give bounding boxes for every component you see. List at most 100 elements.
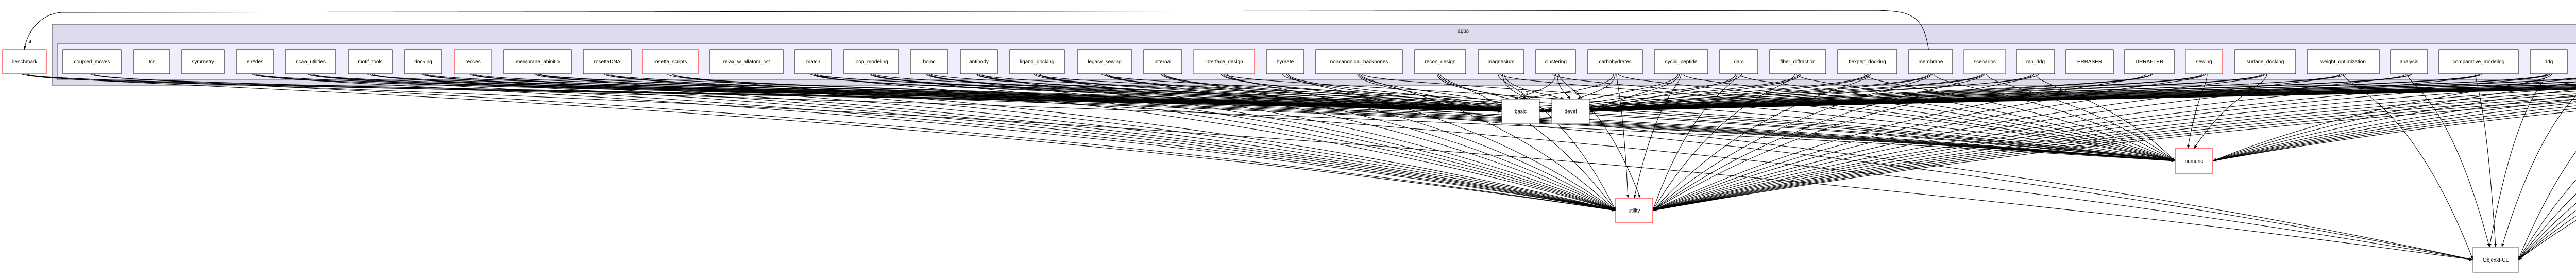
node-box[interactable] bbox=[503, 49, 572, 74]
edge-rosetta_scripts-to-utility[interactable] bbox=[667, 73, 1616, 212]
node-label[interactable]: clustering bbox=[1545, 59, 1567, 65]
node-box[interactable] bbox=[1143, 49, 1182, 74]
edge-membrane_abinitio-to-basic[interactable] bbox=[540, 73, 1502, 113]
node-coupled_moves[interactable]: coupled_moves bbox=[62, 49, 122, 74]
node-box[interactable] bbox=[1414, 49, 1466, 74]
node-box[interactable] bbox=[181, 49, 225, 74]
edge-hydrate-to-utility[interactable] bbox=[1282, 73, 1616, 211]
node-rosetta_scripts[interactable]: rosetta_scripts bbox=[642, 49, 699, 74]
edge-recon_design-to-utility[interactable] bbox=[1440, 73, 1616, 211]
node-cyclic_peptide[interactable]: cyclic_peptide bbox=[1654, 49, 1708, 74]
node-box[interactable] bbox=[133, 49, 170, 74]
node-membrane[interactable]: membrane bbox=[1908, 49, 1953, 74]
node-box[interactable] bbox=[1719, 49, 1758, 74]
node-label[interactable]: DRRAFTER bbox=[2136, 59, 2163, 65]
node-label[interactable]: membrane_abinitio bbox=[516, 59, 560, 65]
edge-surface_docking-to-basic[interactable] bbox=[1539, 73, 2263, 113]
edge-design-to-ObjexxFCL[interactable] bbox=[2501, 74, 2576, 248]
edge-pepspec-to-basic[interactable] bbox=[1539, 74, 2576, 113]
node-label[interactable]: benchmark bbox=[12, 59, 38, 65]
node-label[interactable]: analysis bbox=[2400, 59, 2418, 65]
edge-membrane_abinitio-to-ObjexxFCL[interactable] bbox=[539, 73, 2473, 261]
node-relax_w_allatom_cst[interactable]: relax_w_allatom_cst bbox=[709, 49, 784, 74]
node-noncanonical_backbones[interactable]: noncanonical_backbones bbox=[1315, 49, 1403, 74]
edge-surface_docking-to-utility[interactable] bbox=[1652, 73, 2266, 211]
node-box[interactable] bbox=[1837, 49, 1897, 74]
node-box[interactable] bbox=[1769, 49, 1826, 74]
edge-nmr-to-utility[interactable] bbox=[1652, 74, 2576, 212]
node-label[interactable]: enzdes bbox=[247, 59, 263, 65]
edge-hydrate-to-basic[interactable] bbox=[1286, 73, 1502, 112]
edge-rosettaDNA-to-utility[interactable] bbox=[605, 73, 1616, 212]
edge-ligand_docking-to-numeric[interactable] bbox=[1035, 73, 2176, 162]
edge-pocket-to-numeric[interactable] bbox=[2212, 74, 2576, 162]
node-internal[interactable]: internal bbox=[1143, 49, 1182, 74]
node-box[interactable] bbox=[843, 49, 899, 74]
edge-coupled_moves-to-utility[interactable] bbox=[93, 73, 1616, 212]
node-box[interactable] bbox=[1266, 49, 1304, 74]
edge-electron_density-to-utility[interactable] bbox=[1652, 74, 2576, 212]
node-box[interactable] bbox=[1587, 49, 1643, 74]
node-boinc[interactable]: boinc bbox=[910, 49, 948, 74]
edge-motif_dock-to-numeric[interactable] bbox=[2212, 74, 2576, 161]
edge-design-to-numeric[interactable] bbox=[2212, 74, 2576, 161]
edge-loop_modeling-to-basic[interactable] bbox=[869, 73, 1502, 113]
node-basic[interactable]: basic bbox=[1501, 99, 1540, 124]
edge-stepwise-to-ObjexxFCL[interactable] bbox=[2518, 74, 2576, 260]
node-box[interactable] bbox=[2175, 148, 2213, 174]
node-box[interactable] bbox=[348, 49, 393, 74]
node-scenarios[interactable]: scenarios bbox=[1963, 49, 2006, 74]
edge-stepwise-to-utility[interactable] bbox=[1652, 74, 2576, 212]
node-rosettaDNA[interactable]: rosettaDNA bbox=[583, 49, 632, 74]
edge-motif_dock-to-utility[interactable] bbox=[1652, 74, 2576, 212]
edge-loop_modeling-to-utility[interactable] bbox=[872, 73, 1616, 211]
node-box[interactable] bbox=[2390, 49, 2428, 74]
edge-enzdes-to-utility[interactable] bbox=[253, 73, 1616, 212]
node-box[interactable] bbox=[2065, 49, 2114, 74]
edge-pepspec-to-utility[interactable] bbox=[1652, 74, 2576, 212]
node-label[interactable]: flexpep_docking bbox=[1849, 59, 1886, 65]
edge-nmr-to-basic[interactable] bbox=[1539, 74, 2576, 113]
node-label[interactable]: numeric bbox=[2185, 159, 2204, 165]
node-box[interactable] bbox=[1193, 49, 1255, 74]
edge-comparative_modeling-to-utility[interactable] bbox=[1652, 73, 2482, 211]
edge-internal-to-utility[interactable] bbox=[1164, 73, 1616, 211]
node-label[interactable]: symmetry bbox=[192, 59, 214, 65]
node-devel[interactable]: devel bbox=[1551, 99, 1590, 124]
node-label[interactable]: boinc bbox=[923, 59, 936, 65]
edge-hydrate-to-devel[interactable] bbox=[1288, 73, 1552, 112]
node-label[interactable]: darc bbox=[1734, 59, 1743, 65]
node-box[interactable] bbox=[2124, 49, 2175, 74]
node-ddg[interactable]: ddg bbox=[2530, 49, 2568, 74]
node-box[interactable] bbox=[1009, 49, 1065, 74]
node-analysis[interactable]: analysis bbox=[2390, 49, 2428, 74]
node-docking[interactable]: docking bbox=[404, 49, 442, 74]
node-box[interactable] bbox=[1501, 99, 1540, 124]
edge-ddg-to-ObjexxFCL[interactable] bbox=[2488, 73, 2546, 248]
edge-antibody-to-numeric[interactable] bbox=[978, 73, 2176, 162]
edge-comparative_modeling-to-basic[interactable] bbox=[1539, 73, 2479, 113]
node-label[interactable]: basic bbox=[1515, 109, 1527, 115]
node-label[interactable]: utility bbox=[1629, 208, 1640, 214]
edge-label[interactable]: 4 bbox=[29, 39, 32, 45]
edge-stepwise-to-basic[interactable] bbox=[1539, 74, 2576, 113]
edge-rna-to-ObjexxFCL[interactable] bbox=[2518, 74, 2576, 260]
node-box[interactable] bbox=[2307, 49, 2380, 74]
node-label[interactable]: rosetta_scripts bbox=[653, 59, 687, 65]
edge-rosetta_scripts-to-basic[interactable] bbox=[671, 73, 1502, 113]
node-sewing[interactable]: sewing bbox=[2185, 49, 2223, 74]
node-label[interactable]: loop_modeling bbox=[854, 59, 888, 65]
edge-nmr-to-numeric[interactable] bbox=[2212, 74, 2576, 162]
node-box[interactable] bbox=[1963, 49, 2006, 74]
node-ERRASER[interactable]: ERRASER bbox=[2065, 49, 2114, 74]
node-label[interactable]: recon_design bbox=[1425, 59, 1455, 65]
node-box[interactable] bbox=[236, 49, 274, 74]
edge-antibody-to-utility[interactable] bbox=[977, 73, 1616, 211]
edge-recon_design-to-basic[interactable] bbox=[1437, 73, 1527, 100]
edge-carbohydrates-to-basic[interactable] bbox=[1520, 73, 1614, 100]
node-box[interactable] bbox=[1908, 49, 1953, 74]
node-label[interactable]: devel bbox=[1565, 109, 1577, 115]
edge-membrane_abinitio-to-utility[interactable] bbox=[536, 73, 1616, 212]
node-weight_optimization[interactable]: weight_optimization bbox=[2307, 49, 2380, 74]
edge-ddg-to-numeric[interactable] bbox=[2212, 73, 2552, 161]
